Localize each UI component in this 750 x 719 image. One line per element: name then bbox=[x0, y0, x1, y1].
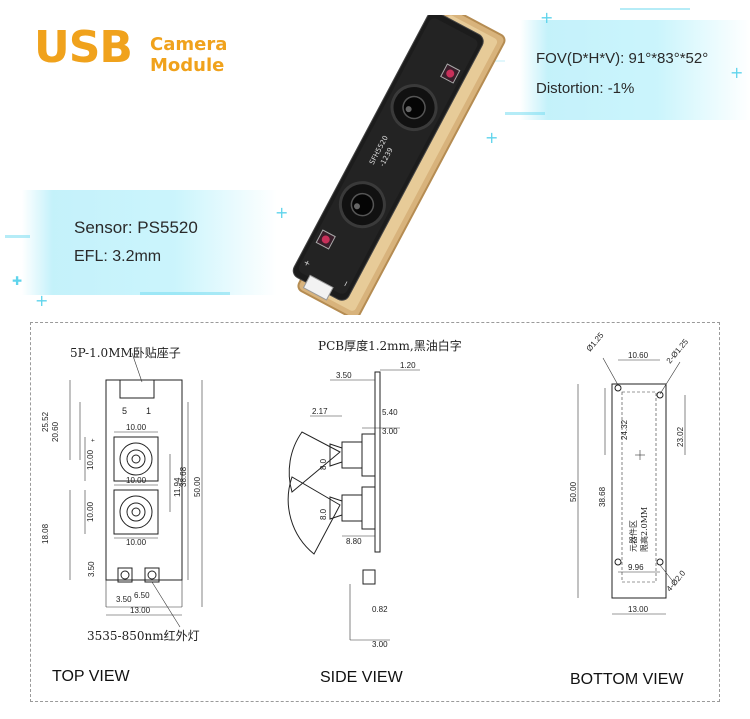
svg-text:24.32: 24.32 bbox=[620, 419, 629, 440]
svg-text:3.50: 3.50 bbox=[336, 371, 352, 380]
svg-text:−: − bbox=[340, 279, 351, 289]
svg-text:8.80: 8.80 bbox=[346, 537, 362, 546]
svg-text:5: 5 bbox=[122, 406, 127, 416]
side-view-drawing: 3.50 1.20 2.17 5.40 3.00 8.0 8.0 8.80 0.… bbox=[287, 361, 420, 649]
top-view-label: TOP VIEW bbox=[52, 668, 130, 685]
ir-led-note: 3535-850nm红外灯 bbox=[87, 629, 200, 643]
spec-callout-fov: FOV(D*H*V): 91°*83°*52° Distortion: -1% bbox=[520, 20, 750, 120]
side-view-label: SIDE VIEW bbox=[320, 669, 403, 686]
svg-text:元器件区: 元器件区 bbox=[628, 520, 638, 552]
svg-text:10.00: 10.00 bbox=[86, 449, 95, 470]
module-word: Module bbox=[150, 55, 225, 76]
svg-text:2-Ø1.25: 2-Ø1.25 bbox=[665, 337, 691, 365]
fov-spec: FOV(D*H*V): 91°*83°*52° bbox=[536, 50, 709, 67]
svg-text:10.00: 10.00 bbox=[126, 476, 147, 485]
plus-decoration-icon: + bbox=[35, 291, 49, 310]
technical-drawing-frame bbox=[30, 322, 720, 702]
top-view-drawing: 5 1 + 25.52 20.60 10.00 18.08 10.00 11.9… bbox=[41, 352, 203, 628]
svg-text:11.94: 11.94 bbox=[173, 477, 182, 497]
svg-text:6.50: 6.50 bbox=[134, 591, 150, 600]
svg-text:3.00: 3.00 bbox=[372, 640, 388, 649]
svg-text:+: + bbox=[91, 438, 97, 442]
svg-text:3.50: 3.50 bbox=[87, 561, 96, 577]
svg-text:10.60: 10.60 bbox=[628, 351, 649, 360]
svg-text:18.08: 18.08 bbox=[41, 523, 50, 544]
svg-text:50.00: 50.00 bbox=[193, 476, 202, 497]
svg-text:0.82: 0.82 bbox=[372, 605, 388, 614]
svg-text:25.52: 25.52 bbox=[41, 411, 50, 432]
svg-text:10.00: 10.00 bbox=[86, 501, 95, 522]
usb-logo-text: USB bbox=[34, 22, 133, 73]
svg-text:1: 1 bbox=[146, 406, 151, 416]
bottom-view-label: BOTTOM VIEW bbox=[570, 671, 684, 688]
plus-decoration-icon: + bbox=[275, 203, 289, 222]
svg-text:1.20: 1.20 bbox=[400, 361, 416, 370]
plus-decoration-icon: + bbox=[730, 63, 744, 82]
svg-text:10.00: 10.00 bbox=[126, 538, 147, 547]
svg-text:50.00: 50.00 bbox=[569, 481, 578, 502]
spec-callout-sensor: Sensor: PS5520 EFL: 3.2mm bbox=[22, 190, 277, 295]
svg-text:5.40: 5.40 bbox=[382, 408, 398, 417]
svg-text:8.0: 8.0 bbox=[319, 458, 328, 470]
svg-text:3.00: 3.00 bbox=[382, 427, 398, 436]
distortion-spec: Distortion: -1% bbox=[536, 80, 635, 97]
svg-text:10.00: 10.00 bbox=[126, 423, 147, 432]
sensor-spec: Sensor: PS5520 bbox=[74, 218, 198, 237]
svg-text:38.68: 38.68 bbox=[598, 486, 607, 507]
connector-note: 5P-1.0MM卧贴座子 bbox=[70, 346, 181, 360]
svg-text:13.00: 13.00 bbox=[130, 606, 151, 615]
svg-text:3.50: 3.50 bbox=[116, 595, 132, 604]
camera-module-photo: + − SFH5520 -1239 bbox=[292, 15, 506, 315]
svg-text:8.0: 8.0 bbox=[319, 508, 328, 520]
camera-module-title: Camera Module bbox=[150, 34, 227, 76]
efl-spec: EFL: 3.2mm bbox=[74, 248, 162, 265]
svg-text:4-Ø2.0: 4-Ø2.0 bbox=[665, 568, 688, 593]
plus-decoration-icon: ✚ bbox=[12, 274, 23, 288]
svg-text:38.68: 38.68 bbox=[179, 466, 188, 487]
svg-text:9.96: 9.96 bbox=[628, 563, 644, 572]
plus-decoration-icon: + bbox=[540, 8, 554, 27]
bottom-view-drawing: 元器件区 限高2.0MM Ø1.25 10.60 2-Ø1.25 24.32 2… bbox=[569, 330, 691, 615]
svg-text:23.02: 23.02 bbox=[676, 426, 685, 447]
camera-word: Camera bbox=[150, 34, 228, 55]
plus-decoration-icon: + bbox=[485, 128, 499, 147]
svg-text:+: + bbox=[301, 258, 312, 268]
pcb-note: PCB厚度1.2mm,黑油白字 bbox=[318, 339, 462, 353]
svg-text:2.17: 2.17 bbox=[312, 407, 328, 416]
svg-text:20.60: 20.60 bbox=[51, 421, 60, 442]
svg-text:Ø1.25: Ø1.25 bbox=[585, 330, 606, 353]
svg-text:13.00: 13.00 bbox=[628, 605, 649, 614]
svg-text:限高2.0MM: 限高2.0MM bbox=[639, 507, 649, 552]
